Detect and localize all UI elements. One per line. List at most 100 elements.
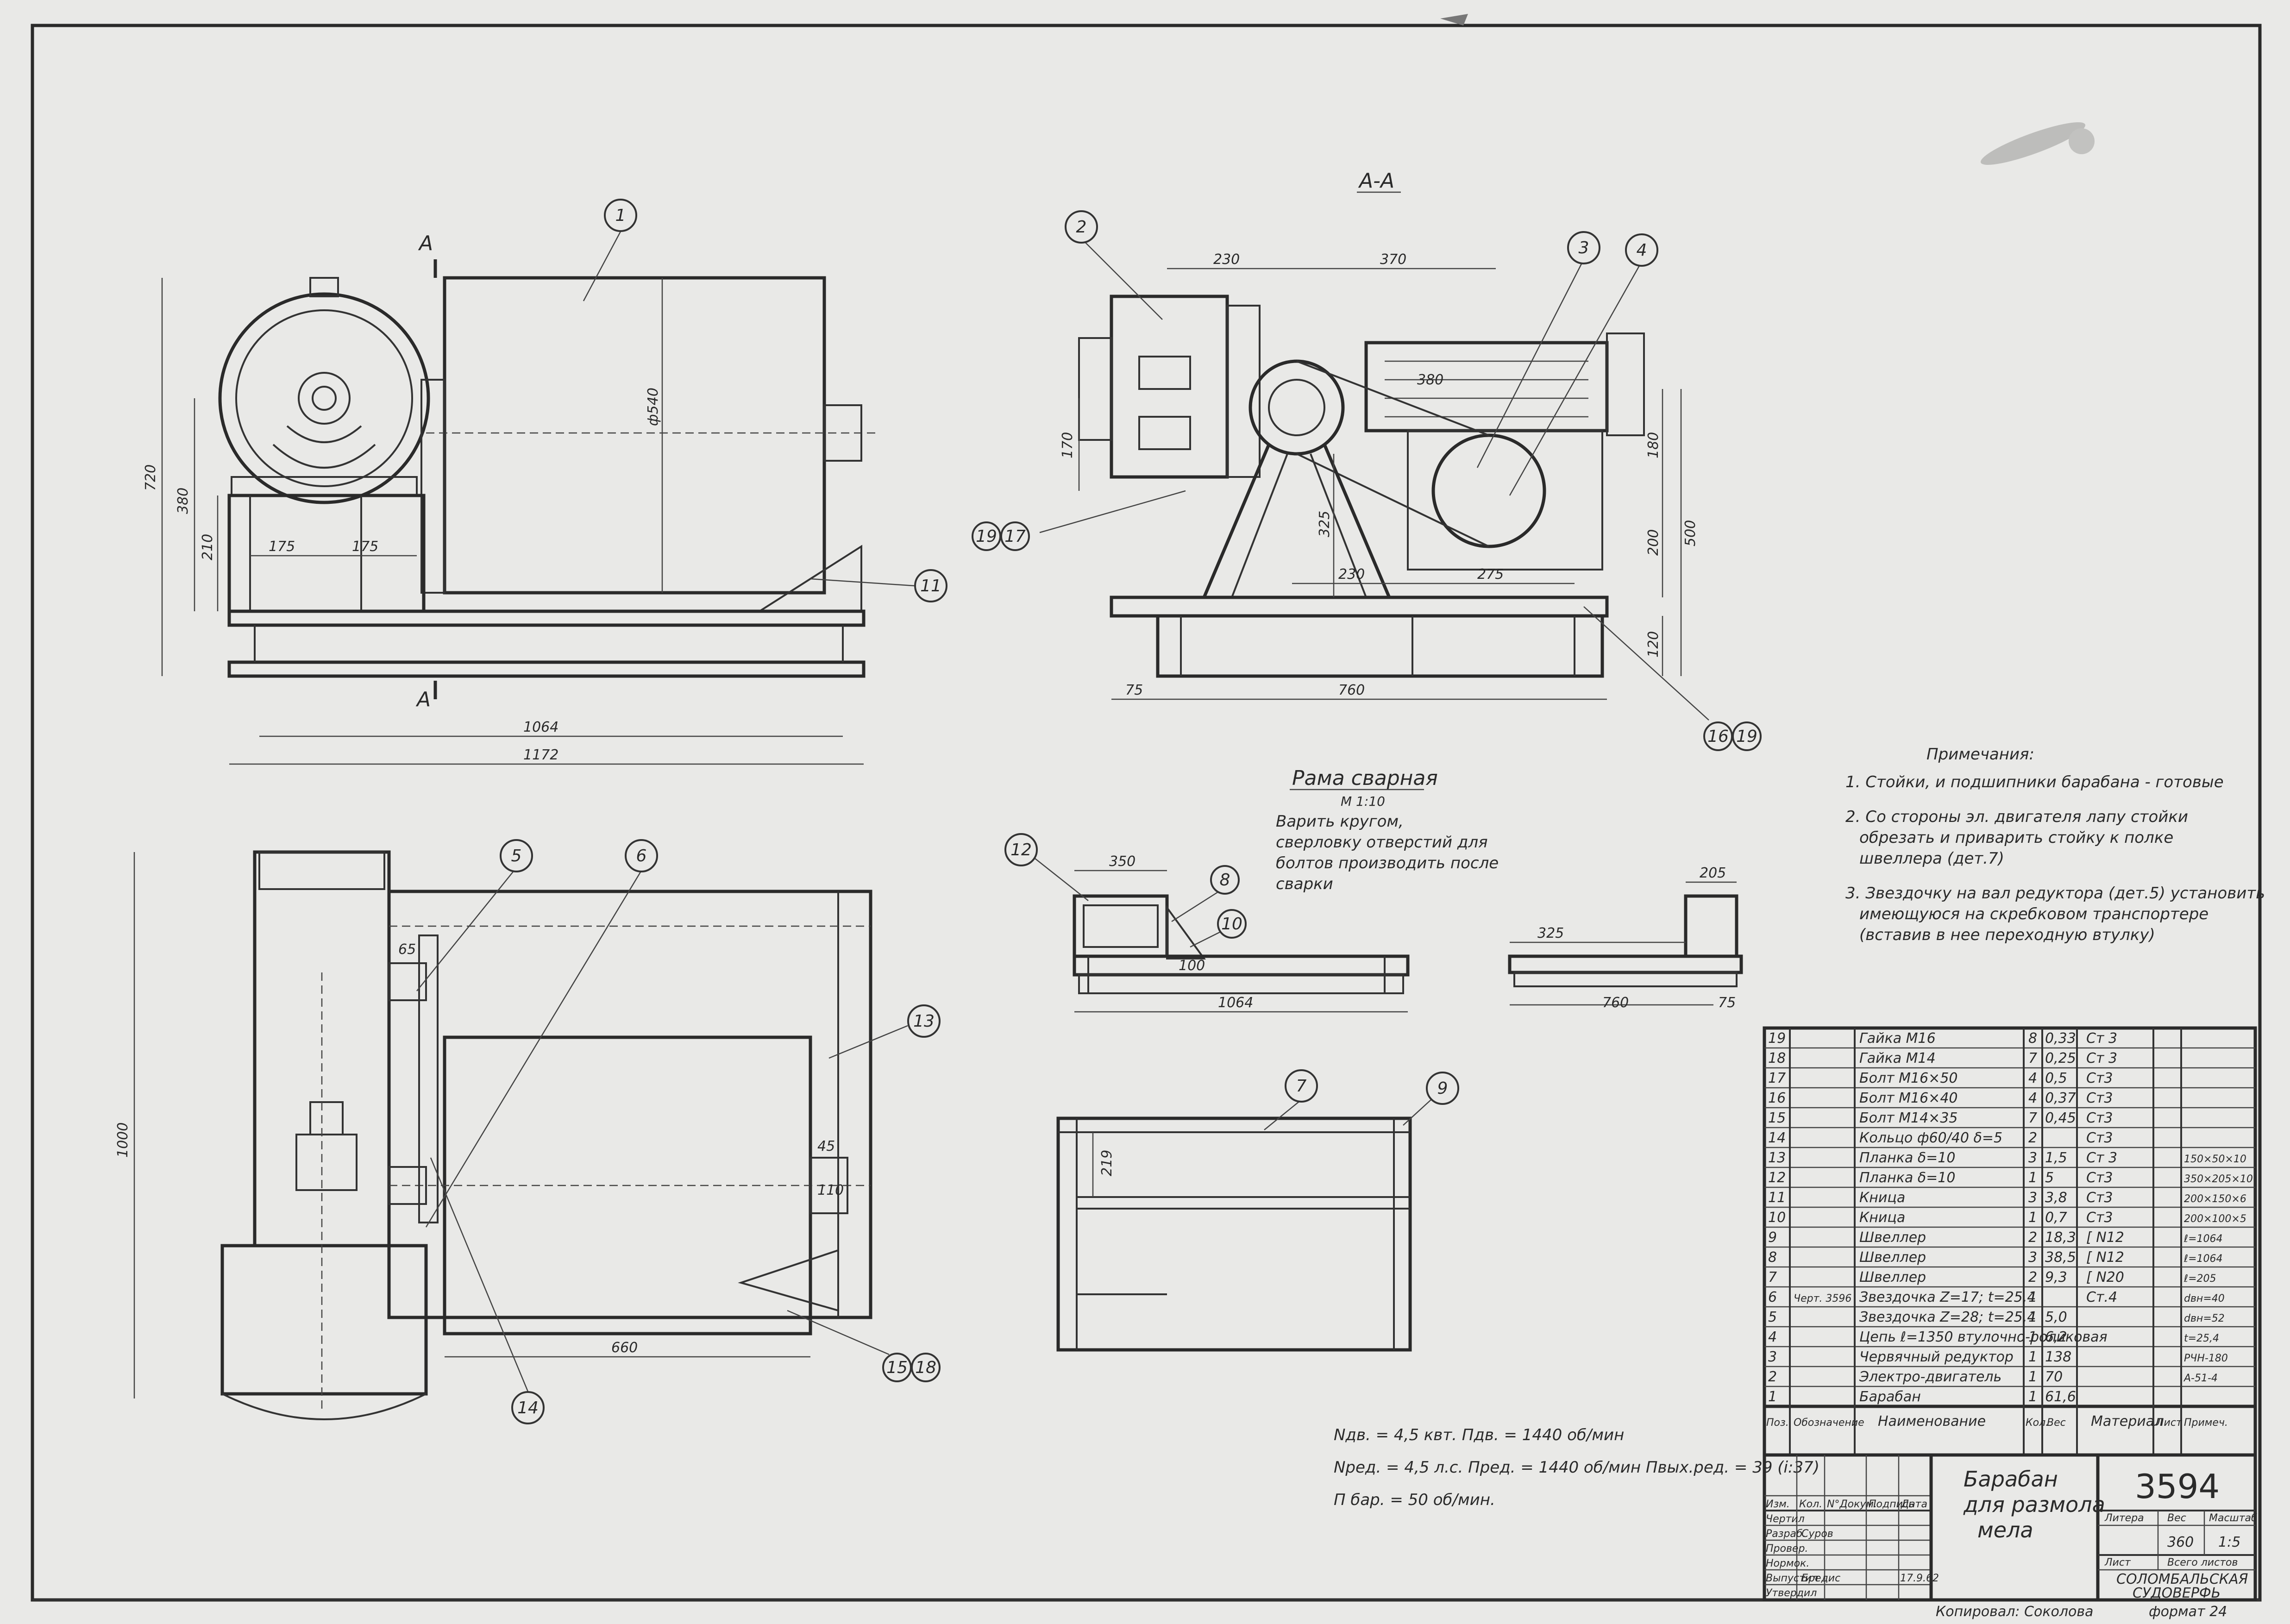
- balloon-14: [511, 1391, 545, 1424]
- motor-flange: [1226, 305, 1261, 478]
- dim-230b: 230: [1338, 566, 1365, 583]
- balloon-11-label: 11: [920, 577, 941, 596]
- tb-role: Нормок.: [1766, 1558, 1809, 1569]
- parts-qty: 1: [2028, 1329, 2037, 1345]
- parts-weight: 0,25: [2045, 1050, 2076, 1066]
- parts-pos: 6: [1768, 1289, 1777, 1305]
- parts-pos: 9: [1768, 1229, 1777, 1246]
- parts-header-pos: Поз.: [1766, 1417, 1789, 1429]
- tb-copied: Копировал: Соколова: [1936, 1604, 2093, 1620]
- leader: [1476, 259, 1585, 468]
- frame-long-channel: [1073, 954, 1410, 977]
- tb-format: формат 24: [2149, 1604, 2227, 1620]
- parts-material: Ст3: [2086, 1190, 2113, 1206]
- parts-qty: 3: [2028, 1190, 2037, 1206]
- parts-qty: 2: [2028, 1130, 2037, 1146]
- parts-pos: 15: [1768, 1110, 1786, 1126]
- chain-line: [1296, 453, 1489, 547]
- parts-material: Ст3: [2086, 1070, 2113, 1086]
- balloon-2-label: 2: [1076, 218, 1087, 237]
- tb-h-date: Дата: [1901, 1499, 1927, 1510]
- reducer-end: [1606, 332, 1645, 436]
- tb-h-litera: Литера: [2104, 1512, 2144, 1524]
- title-block: Изм. Кол. N°Докум. Подпись Дата Чертил Р…: [1763, 1453, 2258, 1620]
- frame-stand-left: [227, 494, 426, 613]
- dim-180: 180: [1645, 432, 1662, 458]
- parts-name: Планка δ=10: [1859, 1170, 1955, 1186]
- parts-note: РЧН-180: [2184, 1353, 2228, 1364]
- parts-header-note: Примеч.: [2184, 1417, 2228, 1429]
- parts-note: ℓ=1064: [2183, 1233, 2223, 1245]
- frame-base-top: [227, 609, 866, 627]
- parts-weight: 0,45: [2045, 1110, 2076, 1126]
- section-a-a-view: А-А: [972, 169, 1762, 751]
- parts-material: Ст3: [2086, 1130, 2113, 1146]
- frame-dim-100: 100: [1179, 958, 1205, 974]
- balloon-16-label: 16: [1707, 727, 1729, 746]
- parts-weight: 1,5: [2045, 1150, 2067, 1166]
- note-2-line-2: обрезать и приварить стойку к полке: [1859, 828, 2173, 847]
- tb-role: Разраб.: [1766, 1528, 1806, 1540]
- motor-rib: [286, 425, 362, 443]
- parts-qty: 1: [2028, 1170, 2037, 1186]
- frame-outer: [387, 890, 872, 1319]
- tb-title-line-3: мела: [1977, 1517, 2033, 1542]
- tb-title-line-1: Барабан: [1964, 1467, 2058, 1492]
- parts-name: Гайка М14: [1859, 1050, 1936, 1066]
- tb-role: Утвердил: [1766, 1587, 1817, 1599]
- dim-1172: 1172: [523, 747, 558, 763]
- dim-500: 500: [1682, 520, 1699, 546]
- balloon-3: [1567, 231, 1600, 264]
- dim-170: 170: [1060, 432, 1076, 458]
- frame-dim-205: 205: [1700, 865, 1726, 881]
- parts-material: Ст 3: [2086, 1030, 2117, 1047]
- parts-pos: 8: [1768, 1249, 1777, 1266]
- parts-material: Ст3: [2086, 1170, 2113, 1186]
- front-view: А А 720 380 210 175 175 ф540 1064 1172 1…: [143, 199, 947, 765]
- motor-window: [1138, 356, 1191, 390]
- dim-210: 210: [200, 534, 216, 560]
- tb-weight: 360: [2167, 1534, 2194, 1550]
- dim-720: 720: [143, 464, 159, 491]
- parts-weight: 0,5: [2045, 1070, 2067, 1086]
- leader: [1403, 1099, 1431, 1126]
- parts-material: Ст 3: [2086, 1150, 2117, 1166]
- dim-120: 120: [1645, 631, 1662, 658]
- spec-reducer: Nред. = 4,5 л.с. Пред. = 1440 об/мин Пвы…: [1334, 1458, 1819, 1477]
- parts-name: Кница: [1859, 1190, 1905, 1206]
- balloon-4: [1625, 233, 1658, 267]
- parts-note: 350×205×10: [2184, 1173, 2253, 1185]
- parts-qty: 2: [2028, 1229, 2037, 1246]
- stand-leg: [1231, 453, 1288, 598]
- parts-pos: 19: [1768, 1030, 1786, 1047]
- frame-long-channel-low: [1078, 974, 1404, 994]
- balloon-8-label: 8: [1220, 871, 1230, 890]
- motor-shaft: [298, 372, 351, 425]
- sprocket-gear: [388, 962, 427, 1001]
- reducer-plan-dome: [222, 1393, 427, 1420]
- leader: [1190, 930, 1223, 948]
- dim-660: 660: [611, 1340, 638, 1356]
- parts-weight: 0,7: [2045, 1210, 2067, 1226]
- drum-hub-plan: [809, 1157, 848, 1214]
- balloon-10-label: 10: [1221, 915, 1242, 934]
- tb-name-bredis: Бредис: [1801, 1573, 1840, 1584]
- parts-qty: 7: [2028, 1110, 2037, 1126]
- parts-pos: 2: [1768, 1369, 1777, 1385]
- tb-scale: 1:5: [2218, 1534, 2240, 1550]
- dim-1000: 1000: [115, 1122, 131, 1158]
- gusset-plan: [738, 1249, 839, 1312]
- motor-rib: [272, 444, 376, 469]
- parts-header-lit: Лист: [2156, 1417, 2183, 1429]
- parts-name: Червячный редуктор: [1859, 1349, 2014, 1365]
- frame-dim-325: 325: [1537, 925, 1564, 941]
- parts-weight: 38,5: [2045, 1249, 2076, 1266]
- frame-gusset: [1166, 904, 1206, 959]
- tb-drawing-no: 3594: [2135, 1467, 2220, 1506]
- coupling-shaft: [309, 1101, 344, 1135]
- dim-65: 65: [398, 941, 416, 958]
- motor-window: [1138, 416, 1191, 450]
- dim-200: 200: [1645, 529, 1662, 556]
- balloon-19-left-label: 19: [976, 527, 997, 546]
